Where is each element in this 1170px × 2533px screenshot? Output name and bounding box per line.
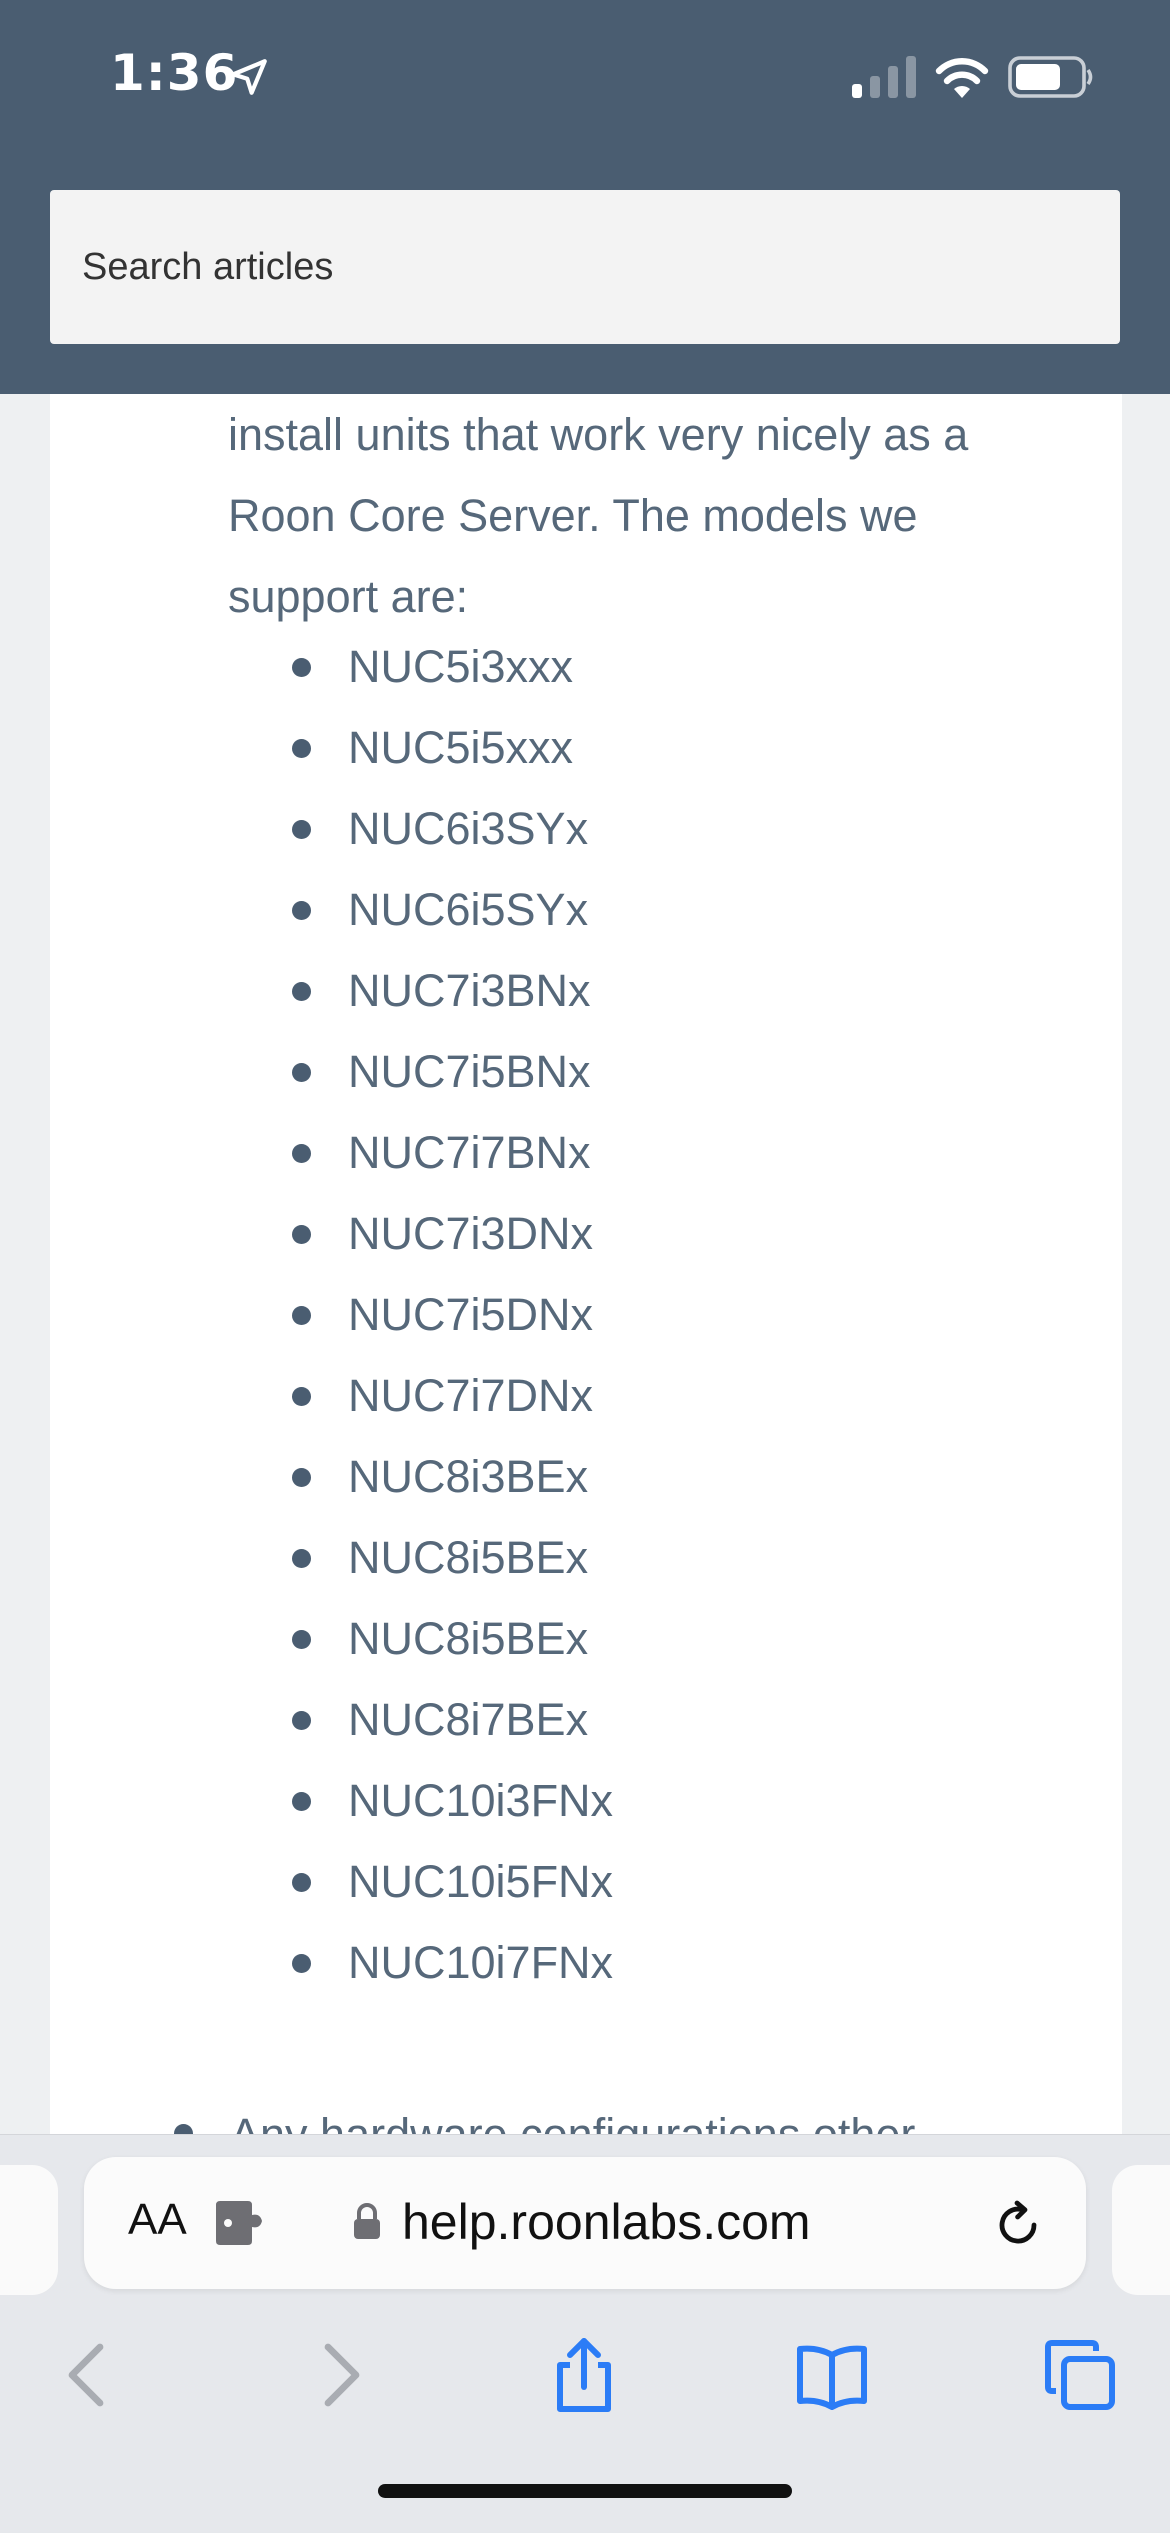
intro-line: Roon Core Server. The models we	[228, 490, 918, 541]
list-item: NUC7i7BNx	[50, 1112, 1122, 1193]
model-name: NUC10i7FNx	[348, 1937, 614, 1988]
list-item: NUC10i5FNx	[50, 1841, 1122, 1922]
bullet-icon	[292, 658, 311, 677]
reload-icon[interactable]	[992, 2199, 1044, 2251]
list-item: NUC10i3FNx	[50, 1760, 1122, 1841]
bullet-icon	[292, 1954, 311, 1973]
list-item: NUC6i3SYx	[50, 788, 1122, 869]
list-item: NUC7i5DNx	[50, 1274, 1122, 1355]
text-size-button[interactable]: AA	[128, 2195, 187, 2244]
model-name: NUC8i5BEx	[348, 1532, 589, 1583]
bullet-icon	[292, 1873, 311, 1892]
list-item: NUC7i7DNx	[50, 1355, 1122, 1436]
list-item: NUC10i7FNx	[50, 1922, 1122, 2003]
location-arrow-icon	[231, 59, 267, 95]
tabs-icon[interactable]	[1040, 2335, 1120, 2415]
model-name: NUC7i5DNx	[348, 1289, 594, 1340]
previous-tab-preview[interactable]	[0, 2165, 58, 2295]
bullet-icon	[292, 1792, 311, 1811]
model-name: NUC7i3BNx	[348, 965, 591, 1016]
home-indicator	[378, 2484, 792, 2498]
battery-icon	[1008, 56, 1093, 98]
list-item-text: Any hardware configurations other	[230, 2094, 915, 2134]
model-name: NUC6i3SYx	[348, 803, 589, 854]
model-name: NUC7i7BNx	[348, 1127, 591, 1178]
intro-line: support are:	[228, 571, 469, 622]
model-name: NUC5i5xxx	[348, 722, 574, 773]
bullet-icon	[292, 1063, 311, 1082]
model-name: NUC10i5FNx	[348, 1856, 614, 1907]
model-name: NUC8i5BEx	[348, 1613, 589, 1664]
bullet-icon	[292, 1630, 311, 1649]
model-name: NUC7i7DNx	[348, 1370, 594, 1421]
article-body: install units that work very nicely as a…	[50, 394, 1122, 2134]
list-item: NUC7i3BNx	[50, 950, 1122, 1031]
status-time: 1:36	[110, 44, 239, 102]
model-name: NUC5i3xxx	[348, 641, 574, 692]
list-item: NUC7i3DNx	[50, 1193, 1122, 1274]
bullet-icon	[292, 1144, 311, 1163]
book-icon[interactable]	[792, 2335, 872, 2415]
list-item: NUC8i3BEx	[50, 1436, 1122, 1517]
supported-models-list: NUC5i3xxx NUC5i5xxx NUC6i3SYx NUC6i5SYx …	[50, 626, 1122, 2003]
model-name: NUC8i3BEx	[348, 1451, 589, 1502]
bullet-icon	[292, 1549, 311, 1568]
chevron-left-icon[interactable]	[48, 2335, 128, 2415]
bullet-icon	[292, 1387, 311, 1406]
model-name: NUC8i7BEx	[348, 1694, 589, 1745]
list-item: NUC6i5SYx	[50, 869, 1122, 950]
model-name: NUC7i5BNx	[348, 1046, 591, 1097]
bullet-icon	[292, 901, 311, 920]
bullet-icon	[174, 2124, 193, 2134]
cellular-signal-icon	[852, 56, 916, 98]
extension-puzzle-icon[interactable]	[212, 2199, 266, 2247]
address-bar[interactable]: AA help.roonlabs.com	[84, 2157, 1086, 2289]
bullet-icon	[292, 739, 311, 758]
intro-line: install units that work very nicely as a	[228, 409, 969, 460]
lock-icon	[354, 2203, 380, 2239]
intro-paragraph: install units that work very nicely as a…	[228, 394, 1088, 637]
list-item: Any hardware configurations other	[50, 2094, 1122, 2134]
bullet-icon	[292, 1306, 311, 1325]
bullet-icon	[292, 982, 311, 1001]
browser-toolbar: AA help.roonlabs.com	[0, 2134, 1170, 2533]
site-header: 1:36 Search articles	[0, 0, 1170, 394]
next-tab-preview[interactable]	[1112, 2165, 1170, 2295]
list-item: NUC8i5BEx	[50, 1517, 1122, 1598]
list-item: NUC5i3xxx	[50, 626, 1122, 707]
list-item: NUC8i7BEx	[50, 1679, 1122, 1760]
wifi-icon	[935, 58, 989, 98]
search-input[interactable]: Search articles	[50, 190, 1120, 344]
chevron-right-icon[interactable]	[300, 2335, 380, 2415]
list-item: NUC5i5xxx	[50, 707, 1122, 788]
bullet-icon	[292, 1468, 311, 1487]
bullet-icon	[292, 1711, 311, 1730]
bullet-icon	[292, 1225, 311, 1244]
model-name: NUC6i5SYx	[348, 884, 589, 935]
model-name: NUC10i3FNx	[348, 1775, 614, 1826]
url-text: help.roonlabs.com	[402, 2194, 811, 2250]
share-icon[interactable]	[544, 2335, 624, 2415]
model-name: NUC7i3DNx	[348, 1208, 594, 1259]
list-item: NUC7i5BNx	[50, 1031, 1122, 1112]
bullet-icon	[292, 820, 311, 839]
list-item: NUC8i5BEx	[50, 1598, 1122, 1679]
